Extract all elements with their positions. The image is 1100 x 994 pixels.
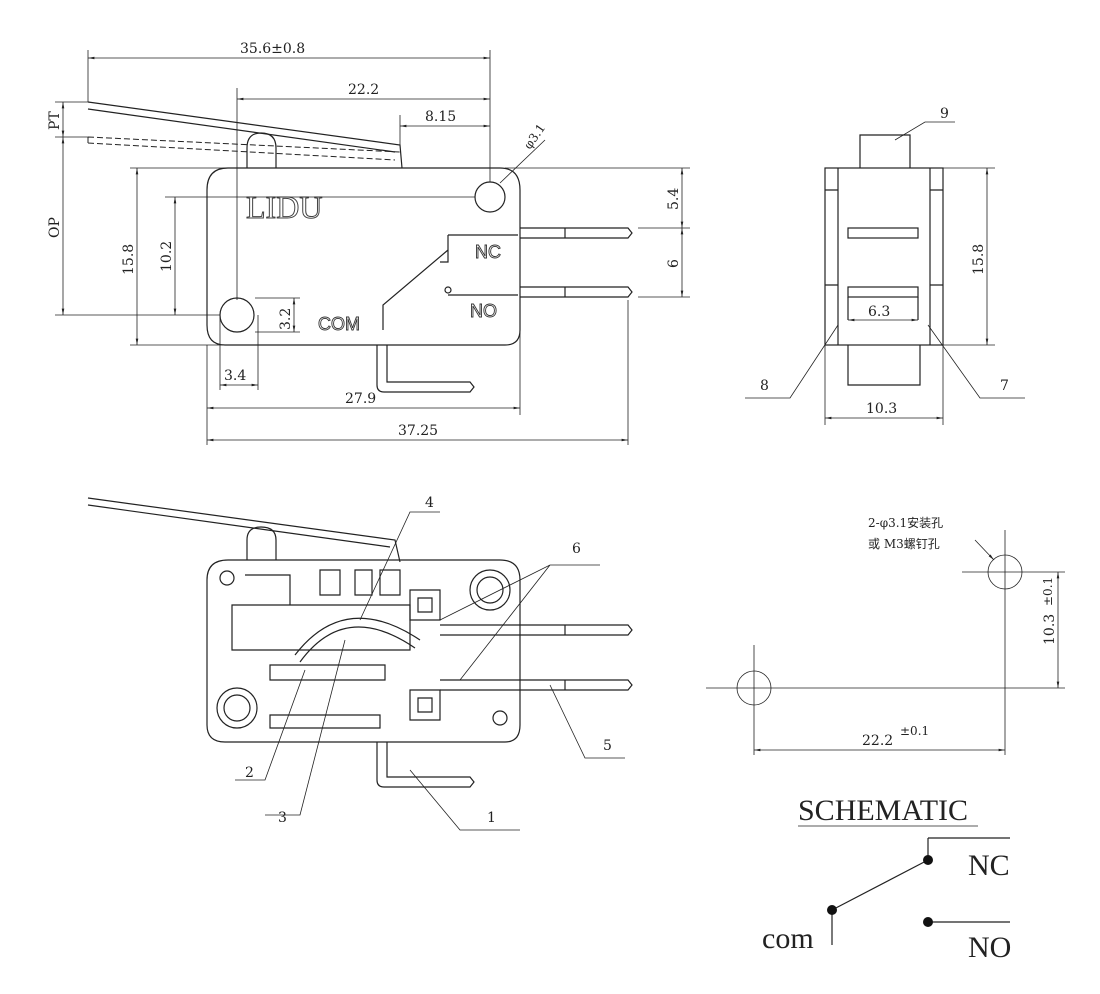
terminal-com xyxy=(376,345,475,393)
switch-body xyxy=(206,167,521,346)
dim-hole-dia: φ3.1 xyxy=(521,121,548,152)
mount-hole-bottom xyxy=(219,297,255,333)
callout-1: 1 xyxy=(487,810,496,826)
callout-3: 3 xyxy=(278,810,287,826)
dim-hole-h-tol: ±0.1 xyxy=(900,724,929,738)
lever xyxy=(87,101,403,169)
contact-symbol xyxy=(382,234,518,330)
front-view: NC NO COM LIDU 35.6±0.8 22.2 8.15 φ3.1 P… xyxy=(47,41,690,445)
label-no: NO xyxy=(470,301,497,321)
label-nc: NC xyxy=(475,242,501,262)
schematic: SCHEMATIC NC com NO xyxy=(762,794,1011,964)
dim-side-width: 10.3 xyxy=(866,401,897,417)
dim-lever-pivot: 22.2 xyxy=(348,82,379,98)
terminal-no xyxy=(520,286,633,298)
dim-hole-spacing: 10.2 xyxy=(159,241,175,272)
side-view: 15.8 6.3 10.3 9 8 7 xyxy=(745,106,1025,425)
mount-note-1: 2-φ3.1安装孔 xyxy=(868,515,943,530)
lever-operated xyxy=(87,136,401,161)
schematic-title: SCHEMATIC xyxy=(798,794,968,827)
mount-note-2: 或 M3螺钉孔 xyxy=(868,537,940,551)
dim-hole-h: 22.2 xyxy=(862,733,893,749)
dim-hole-edge: 3.4 xyxy=(224,368,246,384)
dim-inner-width: 6.3 xyxy=(868,304,890,320)
contact-dot xyxy=(444,286,452,294)
section-view: 4 6 5 1 2 3 xyxy=(87,495,633,831)
dim-height: 15.8 xyxy=(121,244,137,275)
mounting-hole-layout: 10.3 ±0.1 22.2 ±0.1 2-φ3.1安装孔 或 M3螺钉孔 xyxy=(706,515,1065,755)
dim-term-pitch: 6 xyxy=(666,259,682,268)
dim-overall-lever: 35.6±0.8 xyxy=(240,41,305,57)
plunger xyxy=(246,132,277,168)
callout-4: 4 xyxy=(425,495,434,511)
dim-hole-v: 10.3 xyxy=(1042,614,1058,645)
dim-side-height: 15.8 xyxy=(971,244,987,275)
dim-hole-v-tol: ±0.1 xyxy=(1041,577,1055,606)
brand-logo: LIDU xyxy=(246,189,322,225)
terminal-nc xyxy=(520,227,633,239)
callout-8: 8 xyxy=(760,378,769,394)
dim-pt: PT xyxy=(47,111,63,130)
dim-body-length: 27.9 xyxy=(345,391,376,407)
dim-roller-offset: 8.15 xyxy=(425,109,456,125)
side-body xyxy=(824,167,944,346)
callout-6: 6 xyxy=(572,541,581,557)
callout-5: 5 xyxy=(603,738,612,754)
dim-op: OP xyxy=(47,217,63,238)
callout-9: 9 xyxy=(940,106,949,122)
schematic-com: com xyxy=(762,922,814,955)
mount-hole-top xyxy=(474,181,506,213)
dim-total-length: 37.25 xyxy=(398,423,438,439)
schematic-nc: NC xyxy=(968,849,1010,882)
callout-7: 7 xyxy=(1000,378,1009,394)
dim-hole-offset: 3.2 xyxy=(278,308,294,330)
schematic-no: NO xyxy=(968,931,1011,964)
dim-top-term: 5.4 xyxy=(666,188,682,210)
label-com: COM xyxy=(318,314,360,334)
callout-2: 2 xyxy=(245,765,254,781)
